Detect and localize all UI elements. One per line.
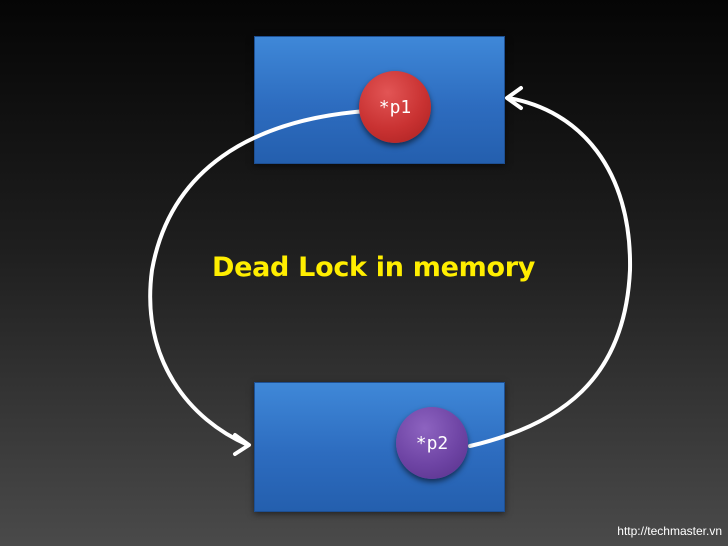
arrowhead-left	[233, 433, 251, 456]
source-url: http://techmaster.vn	[617, 524, 722, 538]
pointer-p1: *p1	[359, 71, 431, 143]
arrowhead-right	[505, 86, 523, 110]
pointer-p2: *p2	[396, 407, 468, 479]
diagram-title: Dead Lock in memory	[212, 252, 536, 283]
pointer-p1-label: *p1	[378, 96, 412, 118]
arrow-left	[148, 109, 368, 447]
arrow-right	[468, 96, 633, 448]
pointer-p2-label: *p2	[415, 432, 449, 454]
